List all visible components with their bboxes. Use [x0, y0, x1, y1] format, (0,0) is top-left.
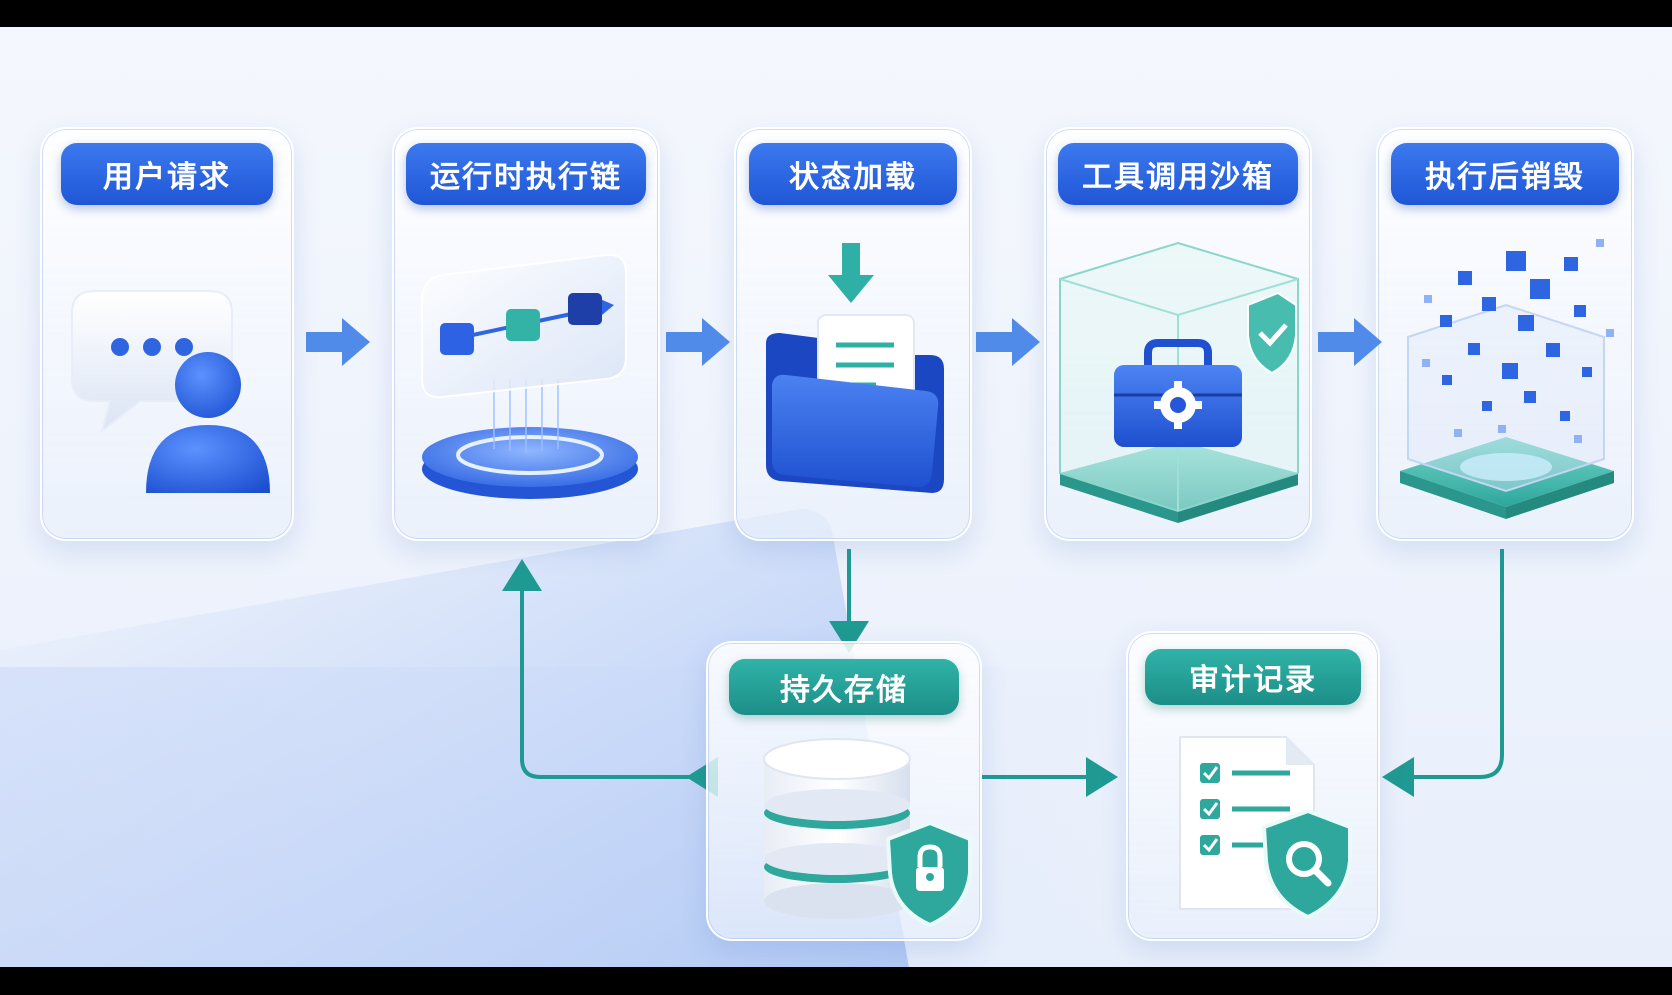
- checklist-magnifier-shield-icon: [1179, 736, 1352, 920]
- card-user-request: 用户请求: [40, 127, 294, 541]
- label-runtime-chain: 运行时执行链: [406, 143, 646, 205]
- connected-blocks-platform-icon: [421, 253, 638, 499]
- dissolving-cubes-icon: [1400, 239, 1614, 519]
- chat-bubble-user-icon: [71, 290, 270, 493]
- card-state-load: 状态加载: [734, 127, 972, 541]
- connector-lines: [502, 549, 1504, 797]
- label-audit-log: 审计记录: [1145, 649, 1361, 705]
- connector-destroy-to-audit: [1382, 549, 1504, 797]
- label-tool-sandbox: 工具调用沙箱: [1058, 143, 1298, 205]
- connector-storage-runtime: [502, 559, 718, 797]
- flow-arrow-1: [306, 318, 370, 366]
- card-runtime-chain: 运行时执行链: [392, 127, 660, 541]
- card-audit-log: 审计记录: [1126, 631, 1380, 941]
- folder-download-icon: [766, 243, 944, 493]
- label-user-request: 用户请求: [61, 143, 273, 205]
- diagram-canvas: 用户请求: [0, 27, 1672, 967]
- card-destroy-after: 执行后销毁: [1376, 127, 1634, 541]
- label-persistent-storage: 持久存储: [729, 659, 959, 715]
- card-tool-sandbox: 工具调用沙箱: [1044, 127, 1312, 541]
- label-state-load: 状态加载: [749, 143, 957, 205]
- database-lock-shield-icon: [763, 738, 972, 928]
- label-destroy-after: 执行后销毁: [1391, 143, 1619, 205]
- flow-arrow-4: [1318, 318, 1382, 366]
- toolbox-glass-cube-shield-icon: [1059, 241, 1299, 523]
- flow-arrow-3: [976, 318, 1040, 366]
- flow-arrow-2: [666, 318, 730, 366]
- card-persistent-storage: 持久存储: [706, 641, 982, 941]
